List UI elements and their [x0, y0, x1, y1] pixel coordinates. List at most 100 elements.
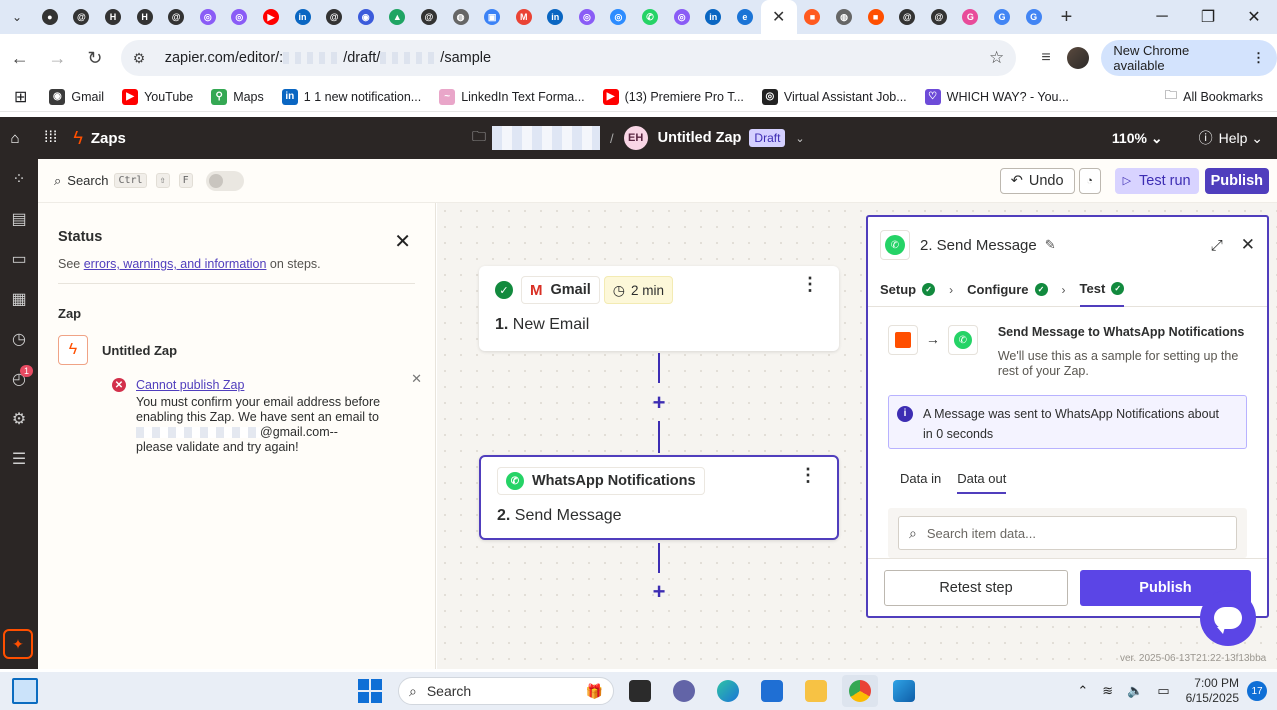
- windows-start-icon[interactable]: [358, 679, 382, 703]
- edit-pencil-icon[interactable]: ✎: [1044, 237, 1056, 252]
- tab-setup[interactable]: Setup✓: [880, 273, 936, 307]
- home-icon[interactable]: ⌂: [10, 129, 20, 147]
- app-grid-icon[interactable]: ⁞⁞⁞: [44, 129, 58, 146]
- tab-configure[interactable]: Configure✓: [967, 273, 1048, 307]
- all-bookmarks[interactable]: 🗀All Bookmarks: [1165, 86, 1263, 107]
- browser-tab[interactable]: ◎: [571, 0, 603, 34]
- bookmark-star-icon[interactable]: ☆: [988, 48, 1005, 67]
- copilot-icon[interactable]: ✦: [3, 629, 33, 659]
- new-chrome-available-button[interactable]: New Chrome available⋮: [1101, 40, 1277, 76]
- chevron-up-icon[interactable]: ⌃: [1077, 683, 1089, 698]
- close-tab-icon[interactable]: ✕: [771, 9, 786, 26]
- tab-data-in[interactable]: Data in: [900, 471, 942, 486]
- browser-tab[interactable]: ◉: [350, 0, 382, 34]
- comment-icon[interactable]: ▭: [11, 251, 27, 268]
- battery-icon[interactable]: ▭: [1157, 683, 1170, 698]
- browser-tab[interactable]: @: [160, 0, 192, 34]
- polling-time-pill[interactable]: ◷2 min: [603, 276, 674, 304]
- new-tab-button[interactable]: +: [1060, 5, 1073, 28]
- reload-icon[interactable]: ↻: [87, 47, 103, 68]
- file-explorer-icon[interactable]: [798, 675, 834, 707]
- notification-badge[interactable]: 17: [1247, 681, 1267, 701]
- browser-tab[interactable]: ◍: [445, 0, 477, 34]
- folder-icon[interactable]: 🗀: [472, 128, 486, 144]
- taskbar-search[interactable]: ⌕Search🎁: [398, 677, 614, 705]
- browser-tab[interactable]: ▶: [255, 0, 287, 34]
- store-icon[interactable]: [754, 675, 790, 707]
- error-title-link[interactable]: Cannot publish Zap: [136, 378, 245, 392]
- browser-tab[interactable]: @: [318, 0, 350, 34]
- apps-icon[interactable]: ⁘: [12, 171, 26, 188]
- photos-icon[interactable]: [886, 675, 922, 707]
- browser-tab[interactable]: ✆: [634, 0, 666, 34]
- back-icon[interactable]: ←: [10, 47, 29, 68]
- close-icon[interactable]: ✕: [1240, 235, 1255, 254]
- restore-icon[interactable]: ❐: [1200, 9, 1216, 26]
- zap-title[interactable]: Untitled Zap: [657, 130, 742, 146]
- browser-tab[interactable]: @: [413, 0, 445, 34]
- browser-tab[interactable]: ●: [34, 0, 66, 34]
- bookmark-item[interactable]: ▶(13) Premiere Pro T...: [602, 88, 744, 105]
- volume-icon[interactable]: 🔈: [1127, 683, 1144, 698]
- zaps-link[interactable]: Zaps: [90, 129, 126, 147]
- publish-button[interactable]: Publish: [1204, 167, 1269, 194]
- wifi-icon[interactable]: ≋: [1102, 683, 1114, 698]
- calendar-icon[interactable]: ▦: [11, 291, 27, 308]
- browser-tab[interactable]: G: [1018, 0, 1050, 34]
- browser-tab[interactable]: ■: [797, 0, 829, 34]
- tab-search-chevron-icon[interactable]: ⌄: [11, 10, 23, 24]
- tab-test[interactable]: Test✓: [1079, 273, 1125, 307]
- zoom-select[interactable]: 110% ⌄: [1111, 129, 1163, 146]
- widgets-icon[interactable]: [12, 678, 38, 704]
- bookmark-item[interactable]: ♡WHICH WAY? - You...: [924, 88, 1069, 105]
- folder-name[interactable]: [492, 126, 600, 150]
- bookmark-item[interactable]: ~LinkedIn Text Forma...: [439, 88, 585, 105]
- bookmark-item[interactable]: ◎Virtual Assistant Job...: [761, 88, 907, 105]
- task-view-icon[interactable]: [622, 675, 658, 707]
- clock-icon[interactable]: ◷: [12, 331, 26, 348]
- media-queue-icon[interactable]: ≡: [1041, 49, 1051, 66]
- toggle-switch[interactable]: [205, 170, 244, 191]
- settings-icon[interactable]: ⚙: [11, 411, 27, 428]
- search-button[interactable]: ⌕ Search Ctrl ⇧ F: [54, 173, 196, 189]
- browser-tab[interactable]: in: [540, 0, 572, 34]
- browser-tab[interactable]: ◎: [224, 0, 256, 34]
- browser-tab[interactable]: ◎: [666, 0, 698, 34]
- browser-tab[interactable]: M: [508, 0, 540, 34]
- browser-tab[interactable]: @: [891, 0, 923, 34]
- versions-icon[interactable]: ☰: [11, 451, 27, 468]
- tab-data-out[interactable]: Data out: [957, 471, 1007, 494]
- document-icon[interactable]: ▤: [11, 211, 27, 228]
- test-run-button[interactable]: ▷Test run: [1114, 167, 1199, 194]
- url-input[interactable]: ⚙ zapier.com/editor/:/draft//sample ☆: [120, 40, 1017, 76]
- browser-tab[interactable]: ▣: [476, 0, 508, 34]
- browser-tab[interactable]: H: [129, 0, 161, 34]
- dismiss-icon[interactable]: ✕: [411, 371, 422, 386]
- add-step-icon[interactable]: +: [652, 390, 666, 415]
- browser-tab[interactable]: in: [287, 0, 319, 34]
- browser-tab[interactable]: ◎: [192, 0, 224, 34]
- active-tab[interactable]: ✕: [760, 0, 797, 34]
- teams-icon[interactable]: [666, 675, 702, 707]
- browser-tab[interactable]: G: [955, 0, 987, 34]
- errors-link[interactable]: errors, warnings, and information: [83, 257, 267, 271]
- chevron-down-icon[interactable]: ⌄: [795, 132, 805, 145]
- bookmark-item[interactable]: ◉Gmail: [49, 88, 104, 105]
- profile-avatar[interactable]: [1062, 47, 1094, 69]
- history-icon[interactable]: ◔: [1078, 167, 1101, 194]
- search-item-data-input[interactable]: ⌕Search item data...: [898, 516, 1237, 550]
- browser-tab[interactable]: ■: [860, 0, 892, 34]
- browser-tab[interactable]: e: [729, 0, 761, 34]
- browser-tab[interactable]: ◎: [603, 0, 635, 34]
- browser-tab[interactable]: in: [697, 0, 729, 34]
- chrome-icon[interactable]: [842, 675, 878, 707]
- step-card-action[interactable]: ✆WhatsApp Notifications ⋮ 2. Send Messag…: [479, 455, 839, 540]
- chat-support-icon[interactable]: [1200, 590, 1256, 646]
- bookmark-item[interactable]: ▶YouTube: [122, 88, 193, 105]
- close-icon[interactable]: ✕: [394, 231, 411, 253]
- browser-tab[interactable]: H: [97, 0, 129, 34]
- browser-tab[interactable]: @: [923, 0, 955, 34]
